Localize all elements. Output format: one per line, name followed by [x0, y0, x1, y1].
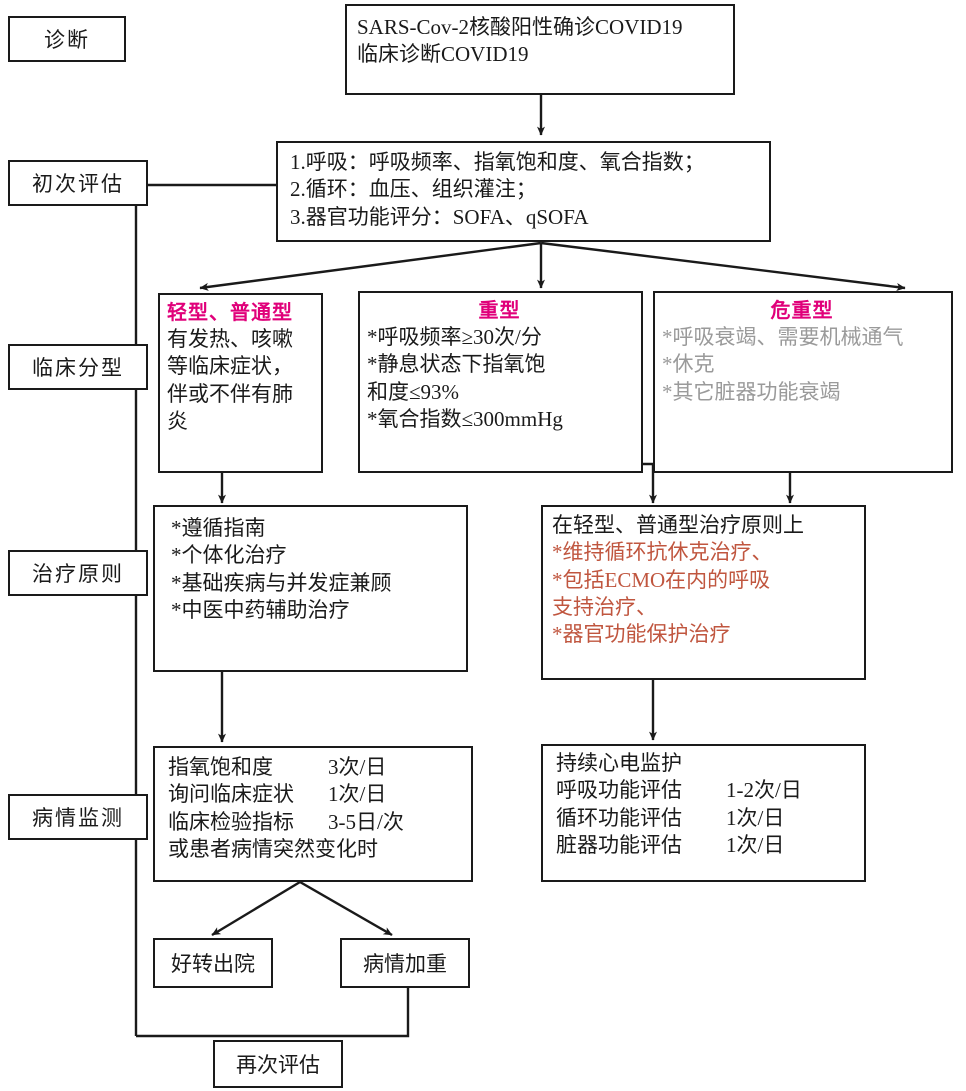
assessment-line-2: 2.循环：血压、组织灌注；	[290, 177, 537, 202]
severe-line-4: *氧合指数≤300mmHg	[367, 406, 563, 431]
node-treatment-severe: 在轻型、普通型治疗原则上 *维持循环抗休克治疗、 *包括ECMO在内的呼吸 支持…	[541, 505, 866, 680]
connector-monitor-to-recover	[211, 880, 301, 937]
treatment-severe-accent-line-1: *维持循环抗休克治疗、	[552, 540, 773, 565]
monitor-mild-item: 临床检验指标	[168, 809, 294, 834]
stage-label-diagnosis: 诊断	[8, 16, 126, 62]
stage-label-text: 病情监测	[32, 806, 124, 830]
monitor-severe-freq: 1-2次/日	[726, 778, 802, 803]
stage-label-text: 临床分型	[32, 356, 124, 380]
treatment-mild-line-1: *遵循指南	[171, 516, 266, 540]
severe-line-3: 和度≤93%	[367, 379, 460, 404]
monitor-mild-item: 指氧饱和度	[168, 755, 273, 779]
treatment-severe-accent-line-2: *包括ECMO在内的呼吸	[552, 567, 771, 592]
mild-heading: 轻型、普通型	[167, 302, 293, 324]
connector-assessment-to-critical	[540, 241, 906, 291]
diagnosis-line-1: SARS-Cov-2核酸阳性确诊COVID19	[357, 15, 683, 39]
node-monitor-severe: 持续心电监护 呼吸功能评估 1-2次/日 循环功能评估 1次/日 脏器功能评估 …	[541, 744, 866, 882]
severe-heading: 重型	[478, 300, 521, 322]
mild-line-3: 伴或不伴有肺	[167, 381, 293, 406]
critical-line-2: *休克	[662, 352, 715, 377]
monitor-severe-row: 持续心电监护	[556, 750, 855, 777]
monitor-mild-freq: 1次/日	[328, 782, 387, 807]
treatment-severe-accent-line-4: *器官功能保护治疗	[552, 622, 731, 647]
mild-line-2: 等临床症状，	[167, 354, 293, 379]
assessment-line-1: 1.呼吸：呼吸频率、指氧饱和度、氧合指数；	[290, 150, 705, 174]
monitor-mild-item: 询问临床症状	[168, 782, 294, 807]
connector-assessment-to-mild	[199, 241, 542, 291]
outcome-recover-label: 好转出院	[171, 952, 255, 976]
treatment-mild-line-4: *中医中药辅助治疗	[171, 597, 350, 622]
node-classification-critical: 危重型 *呼吸衰竭、需要机械通气 *休克 *其它脏器功能衰竭	[653, 291, 953, 473]
node-outcome-worsen: 病情加重	[340, 938, 470, 988]
monitor-mild-row: 指氧饱和度 3次/日	[168, 754, 462, 781]
monitor-mild-freq: 3次/日	[328, 755, 387, 779]
node-outcome-recover: 好转出院	[153, 938, 273, 988]
reassess-label: 再次评估	[236, 1053, 320, 1077]
monitor-mild-row: 询问临床症状 1次/日	[168, 781, 462, 808]
stage-label-monitoring: 病情监测	[8, 794, 148, 840]
diagnosis-line-2: 临床诊断COVID19	[357, 42, 529, 67]
monitor-severe-row: 呼吸功能评估 1-2次/日	[556, 777, 855, 804]
monitor-severe-item: 持续心电监护	[556, 751, 682, 775]
treatment-mild-line-3: *基础疾病与并发症兼顾	[171, 570, 392, 595]
treatment-severe-plain-line: 在轻型、普通型治疗原则上	[552, 513, 804, 537]
monitor-severe-item: 脏器功能评估	[556, 832, 682, 857]
outcome-worsen-label: 病情加重	[363, 952, 447, 976]
assessment-line-3: 3.器官功能评分：SOFA、qSOFA	[290, 204, 589, 229]
monitor-severe-item: 循环功能评估	[556, 805, 682, 830]
node-monitor-mild: 指氧饱和度 3次/日 询问临床症状 1次/日 临床检验指标 3-5日/次 或患者…	[153, 746, 473, 882]
critical-heading: 危重型	[770, 300, 834, 322]
severe-line-2: *静息状态下指氧饱	[367, 352, 546, 377]
mild-line-1: 有发热、咳嗽	[167, 327, 293, 351]
monitor-severe-item: 呼吸功能评估	[556, 778, 682, 803]
node-classification-severe: 重型 *呼吸频率≥30次/分 *静息状态下指氧饱 和度≤93% *氧合指数≤30…	[358, 291, 643, 473]
stage-label-text: 初次评估	[32, 172, 124, 196]
monitor-severe-row: 循环功能评估 1次/日	[556, 805, 855, 832]
connector-monitor-to-worsen	[299, 880, 393, 937]
critical-line-1: *呼吸衰竭、需要机械通气	[662, 325, 904, 349]
stage-label-clinical-classification: 临床分型	[8, 344, 148, 390]
monitor-severe-row: 脏器功能评估 1次/日	[556, 832, 855, 859]
treatment-severe-accent-line-3: 支持治疗、	[552, 594, 657, 619]
stage-label-initial-assessment: 初次评估	[8, 160, 148, 206]
node-classification-mild: 轻型、普通型 有发热、咳嗽 等临床症状， 伴或不伴有肺 炎	[158, 293, 323, 473]
node-initial-assessment: 1.呼吸：呼吸频率、指氧饱和度、氧合指数； 2.循环：血压、组织灌注； 3.器官…	[276, 141, 771, 242]
stage-label-text: 治疗原则	[32, 562, 124, 586]
monitor-mild-freq: 3-5日/次	[328, 809, 404, 834]
treatment-mild-line-2: *个体化治疗	[171, 543, 287, 568]
connector-worsen-to-feedback	[136, 988, 410, 1038]
node-diagnosis: SARS-Cov-2核酸阳性确诊COVID19 临床诊断COVID19	[345, 4, 735, 95]
stage-label-treatment-principle: 治疗原则	[8, 550, 148, 596]
monitor-severe-freq: 1次/日	[726, 832, 785, 857]
mild-line-4: 炎	[167, 408, 188, 433]
node-treatment-mild: *遵循指南 *个体化治疗 *基础疾病与并发症兼顾 *中医中药辅助治疗	[153, 505, 468, 672]
node-reassess: 再次评估	[213, 1040, 343, 1088]
monitor-severe-freq: 1次/日	[726, 805, 785, 830]
monitor-mild-footer: 或患者病情突然变化时	[168, 836, 378, 861]
critical-line-3: *其它脏器功能衰竭	[662, 379, 841, 404]
stage-label-text: 诊断	[44, 28, 90, 52]
monitor-mild-row: 临床检验指标 3-5日/次	[168, 809, 462, 836]
severe-line-1: *呼吸频率≥30次/分	[367, 325, 542, 349]
